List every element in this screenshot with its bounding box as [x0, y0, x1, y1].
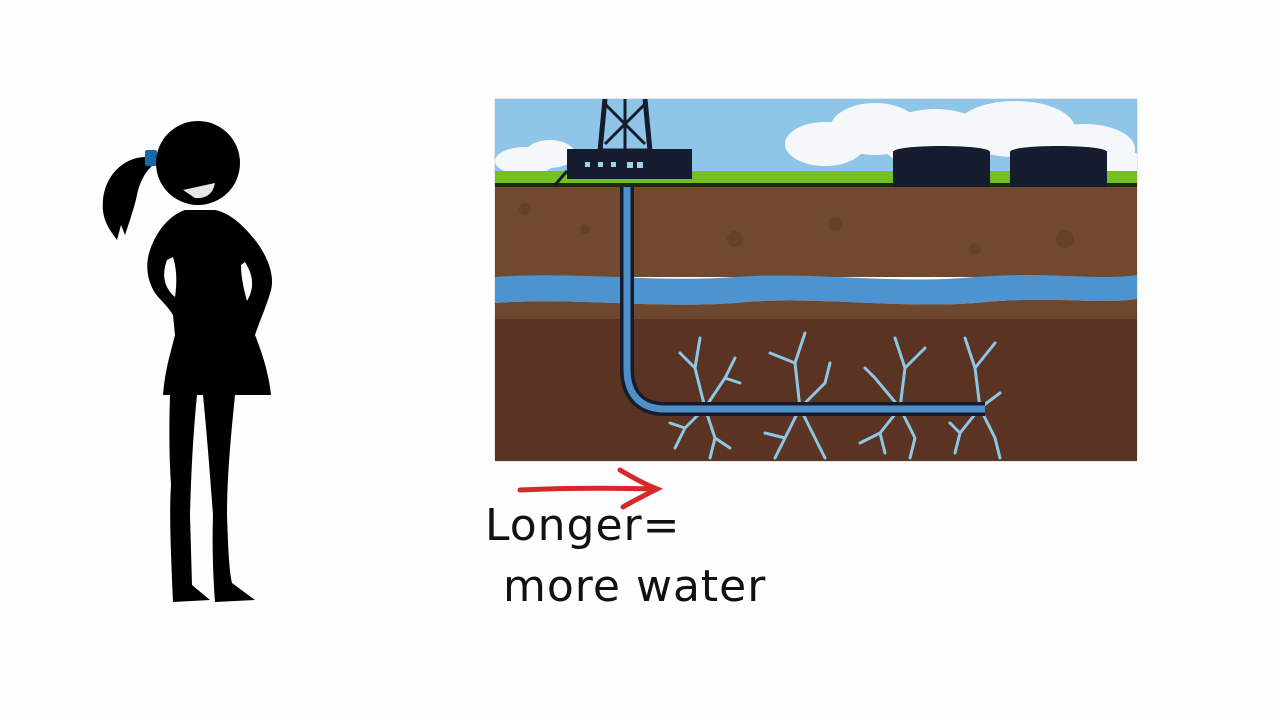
left-leg — [169, 395, 210, 602]
drilling-rig — [553, 99, 692, 186]
arrow-right-icon — [517, 467, 664, 510]
fracking-diagram — [495, 99, 1137, 461]
caption: Longer= more water — [485, 500, 766, 614]
head — [156, 121, 240, 205]
fracture-4 — [948, 336, 1002, 460]
caption-line-1: Longer= — [485, 500, 681, 551]
storage-tanks — [893, 146, 1107, 187]
fractures — [668, 331, 1002, 460]
right-leg — [203, 395, 255, 602]
woman-silhouette — [102, 121, 273, 602]
soil-upper — [495, 187, 1137, 277]
aquifer — [495, 275, 1137, 305]
torso — [147, 210, 273, 395]
fracture-1 — [668, 336, 742, 460]
ponytail — [102, 156, 153, 240]
caption-line-2: more water — [503, 560, 767, 612]
fracture-2 — [763, 331, 832, 460]
fracture-3 — [858, 336, 927, 460]
hair-tie — [145, 150, 157, 166]
well-pipe — [623, 187, 985, 413]
smile — [183, 183, 215, 199]
